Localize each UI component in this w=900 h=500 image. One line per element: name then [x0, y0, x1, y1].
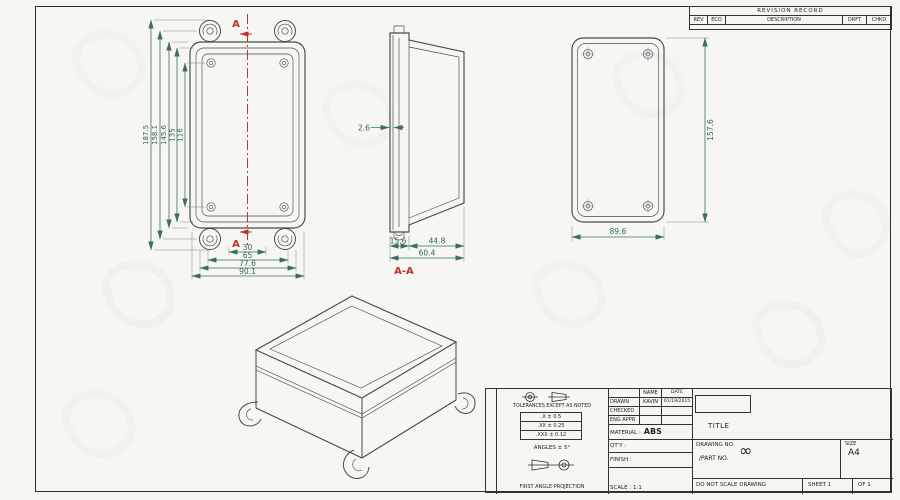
dim-front-overall-height: 187.5	[142, 125, 150, 145]
name-date-header-row: NAME DATE	[608, 389, 692, 398]
divider	[840, 439, 841, 478]
dim-front-height-4: 135	[169, 128, 177, 141]
projection-note: FIRST ANGLE PROJECTION	[519, 484, 585, 490]
section-label-top: A	[232, 19, 240, 30]
name-header: NAME	[640, 389, 662, 397]
section-label-bottom: A	[232, 239, 240, 250]
back-outline	[571, 37, 665, 223]
eng-appr-label: ENG APPR	[608, 416, 640, 424]
revision-col-drft: DRFT	[843, 16, 867, 24]
do-not-scale-note: DO NOT SCALE DRAWING	[696, 482, 766, 488]
divider	[692, 478, 893, 479]
eng-appr-name	[640, 416, 662, 424]
titleblock-center: NAME DATE DRAWN KAVIN 01/19/2015 CHECKED…	[608, 389, 693, 494]
sheet-of: OF 1	[858, 482, 871, 488]
tolerance-row: .XXX ± 0.12	[535, 432, 567, 438]
part-no-label: /PART NO.	[699, 455, 729, 462]
side-outline	[389, 32, 465, 233]
size-value: A4	[848, 448, 860, 458]
corner-screws	[206, 58, 289, 212]
drawn-row: DRAWN KAVIN 01/19/2015	[608, 398, 692, 407]
dim-front-height-5: 116	[177, 128, 185, 142]
dim-side-thickness: 2.6	[358, 124, 370, 133]
dim-front-width-1: 30	[243, 243, 253, 252]
side-view: 2.6 15.6 44.8 60.4 A-A	[358, 25, 465, 277]
drawn-name: KAVIN	[640, 398, 662, 406]
front-view: A A 187.5 158.1 145.6 135 116	[142, 14, 306, 279]
titleblock-tolerances: TOLERANCES EXCEPT AS NOTED .X ± 0.5 .XX …	[496, 389, 609, 494]
revision-table-header: REV ECO DESCRIPTION DRFT CHKD	[690, 16, 891, 25]
finish-row: FINISH :	[608, 453, 692, 468]
sheet-border	[35, 6, 891, 492]
titleblock-side-strip	[486, 389, 497, 494]
revision-empty-row	[690, 25, 891, 31]
checked-name	[640, 407, 662, 415]
eng-appr-row: ENG APPR	[608, 416, 692, 425]
titleblock-right: TITLE DRAWING NO. /PART NO. ∞ SIZE A4 DO…	[692, 389, 893, 494]
dim-front-width-3: 77.6	[239, 259, 256, 268]
section-view-label: A-A	[394, 266, 414, 277]
date-header: DATE	[671, 390, 683, 395]
isometric-view	[238, 295, 476, 479]
sheet-number: SHEET 1	[808, 482, 832, 488]
dim-front-height-2: 158.1	[151, 125, 159, 145]
dim-front-height-3: 145.6	[160, 124, 168, 145]
dim-side-width-1: 15.6	[390, 237, 407, 246]
qty-row: QT'Y :	[608, 440, 692, 453]
dim-side-overall-width: 60.4	[419, 249, 436, 258]
revision-col-eco: ECO	[708, 16, 726, 24]
watermark	[62, 30, 890, 458]
front-horizontal-dimensions: 30 65 77.6 90.1	[191, 232, 305, 279]
divider	[692, 439, 893, 440]
drawn-label: DRAWN	[608, 398, 640, 406]
front-vertical-dimensions: 187.5 158.1 145.6 135 116	[142, 19, 210, 251]
drawn-date: 01/19/2015	[663, 399, 691, 404]
drawing-no-label: DRAWING NO.	[696, 442, 735, 448]
dim-front-width-2: 65	[243, 251, 253, 260]
checked-date	[662, 407, 692, 415]
title-label: TITLE	[708, 422, 730, 430]
revision-table: REVISION RECORD REV ECO DESCRIPTION DRFT…	[689, 6, 892, 30]
revision-col-rev: REV	[690, 16, 708, 24]
revision-record-title: REVISION RECORD	[690, 7, 891, 16]
material-label: MATERIAL :	[610, 430, 641, 436]
tolerance-row: .XX ± 0.25	[521, 422, 581, 431]
dim-front-width-4: 90.1	[239, 267, 256, 276]
header-spacer	[608, 389, 640, 397]
dim-back-height: 157.6	[706, 119, 715, 141]
tolerance-table: .X ± 0.5 .XX ± 0.25 .XXX ± 0.12	[520, 412, 582, 440]
back-dimensions: 157.6 89.6	[571, 37, 715, 241]
side-dimensions: 2.6 15.6 44.8 60.4	[358, 124, 465, 262]
projection-symbol-icon	[522, 392, 570, 402]
divider	[852, 478, 853, 494]
dim-back-width: 89.6	[610, 227, 627, 236]
checked-row: CHECKED	[608, 407, 692, 416]
divider	[802, 478, 803, 494]
material-value: ABS	[643, 427, 662, 436]
size-label: SIZE	[845, 441, 857, 447]
dim-side-width-2: 44.8	[429, 237, 446, 246]
tolerance-row: .X ± 0.5	[521, 413, 581, 422]
angles-tolerance: ANGLES ± 5°	[533, 445, 571, 451]
logo-box	[695, 395, 751, 413]
checked-label: CHECKED	[608, 407, 640, 415]
first-angle-projection-icon	[528, 459, 574, 471]
revision-col-chkd: CHKD	[871, 17, 887, 23]
tolerances-heading: TOLERANCES EXCEPT AS NOTED	[513, 404, 591, 409]
revision-col-description: DESCRIPTION	[726, 16, 843, 24]
section-line: A A	[232, 14, 252, 250]
back-screws	[581, 47, 655, 213]
part-no-value: ∞	[739, 441, 753, 460]
material-row: MATERIAL :ABS	[608, 425, 692, 440]
eng-appr-date	[662, 416, 692, 424]
iso-mounting-ears	[238, 392, 476, 479]
scale-label: SCALE : 1:1	[610, 485, 642, 491]
back-view: 157.6 89.6	[571, 37, 715, 241]
title-block: TOLERANCES EXCEPT AS NOTED .X ± 0.5 .XX …	[485, 388, 893, 494]
